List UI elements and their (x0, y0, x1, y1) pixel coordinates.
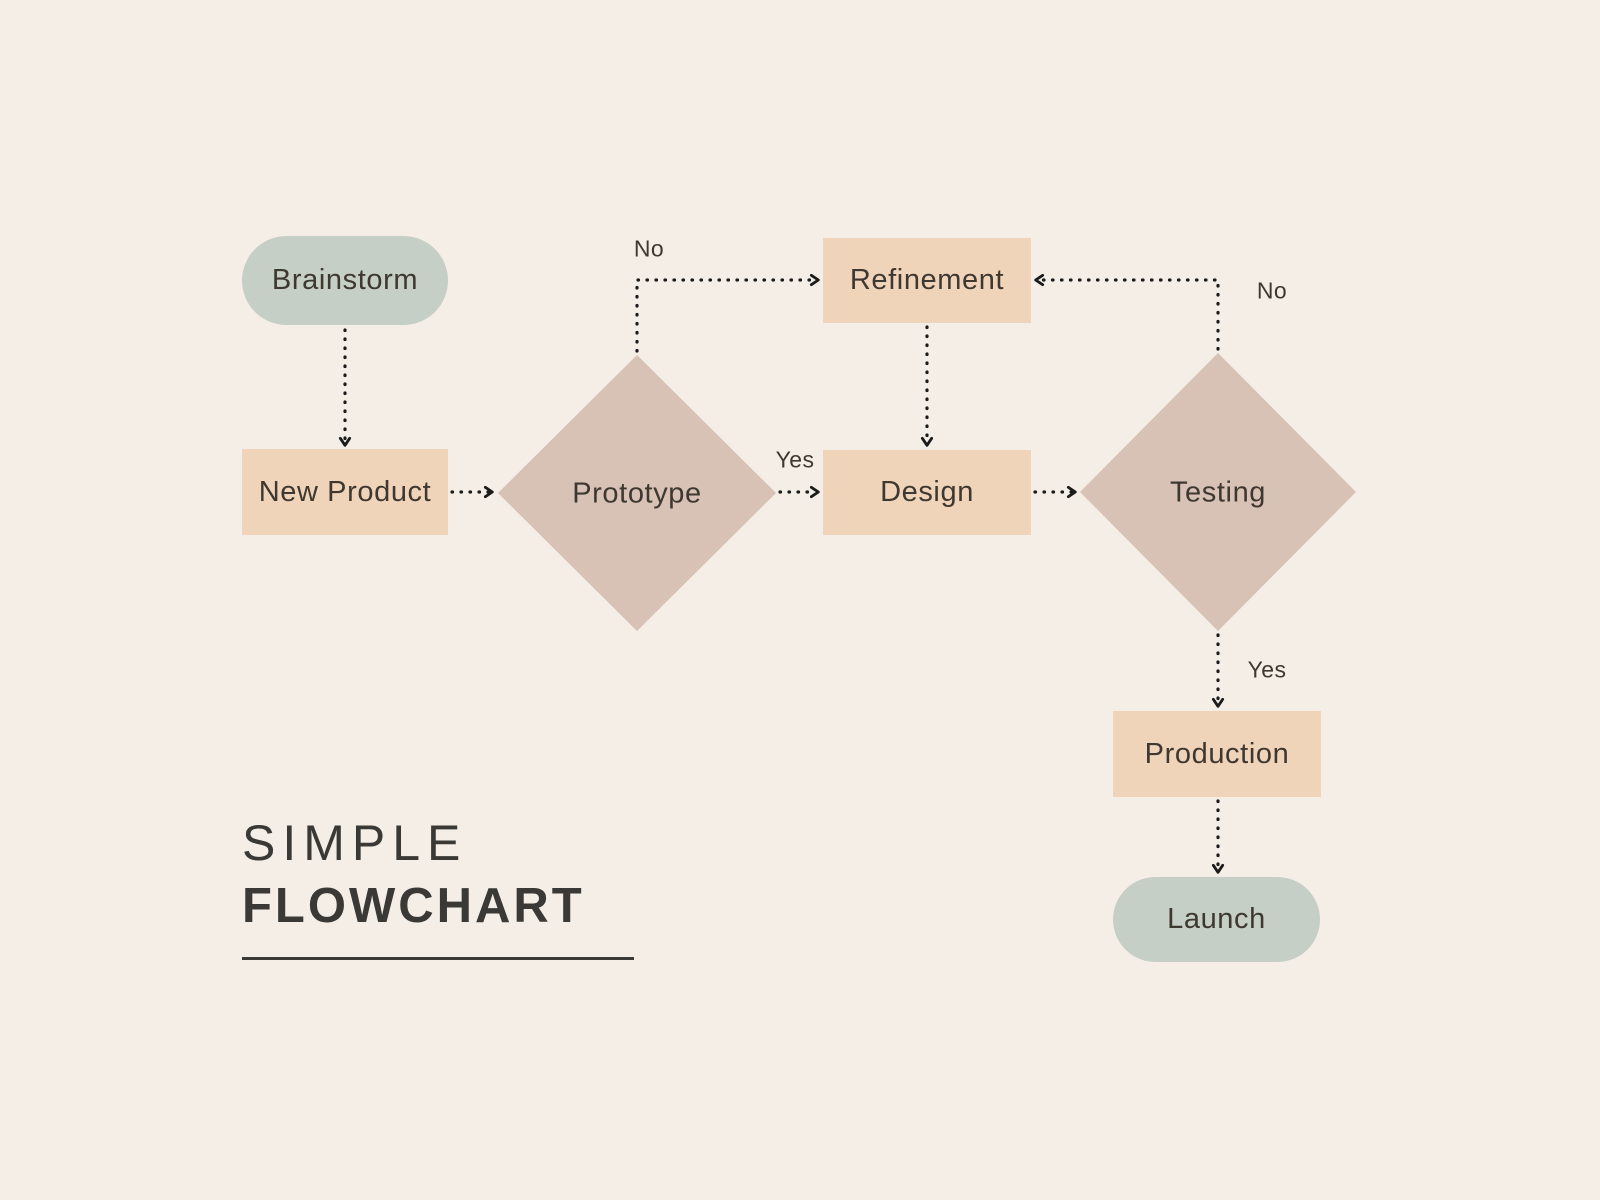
node-testing-shape (1080, 353, 1356, 631)
edge-label-testing-no: No (1256, 277, 1288, 304)
node-production: Production (1113, 711, 1321, 797)
node-launch: Launch (1113, 877, 1320, 962)
node-new-product: New Product (242, 449, 448, 535)
node-prototype-shape (498, 355, 776, 631)
node-brainstorm: Brainstorm (242, 236, 448, 325)
edge-label-testing-yes: Yes (1247, 656, 1287, 683)
node-refinement: Refinement (823, 238, 1031, 323)
diagram-title: SIMPLE FLOWCHART (242, 818, 634, 960)
title-line-flowchart: FLOWCHART (242, 879, 585, 933)
edge-testing-no-to-refinement (1034, 273, 1220, 351)
edge-label-prototype-yes: Yes (775, 446, 815, 473)
node-prototype-label: Prototype (572, 477, 702, 510)
edge-label-prototype-no: No (633, 235, 665, 262)
edge-prototype-no-to-refinement (635, 273, 820, 353)
title-line-simple: SIMPLE (242, 815, 468, 871)
title-underline (242, 957, 634, 960)
node-testing-label: Testing (1169, 476, 1267, 509)
node-design: Design (823, 450, 1031, 535)
